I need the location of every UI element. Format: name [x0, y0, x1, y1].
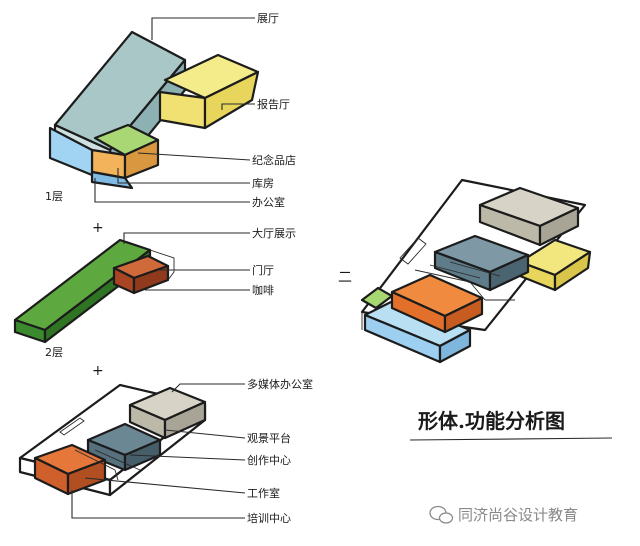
label-storage: 库房 [252, 177, 274, 190]
creation-center-volume [33, 443, 107, 496]
label-foyer: 门厅 [252, 263, 274, 277]
level2-leaders [123, 232, 250, 291]
combined-massing [360, 178, 592, 364]
level1-massing [48, 30, 260, 190]
label-lecture-hall: 报告厅 [257, 97, 290, 111]
lecture-hall-volume [158, 53, 260, 130]
label-souvenir-shop: 纪念品店 [252, 153, 296, 167]
watermark-text: 同济尚谷设计教育 [458, 506, 578, 524]
level3-massing [18, 383, 207, 497]
combined-slate-volume [433, 234, 530, 292]
foyer-volume [112, 254, 170, 295]
title-underline [409, 437, 613, 441]
combined-orange-volume [390, 273, 484, 334]
plus-sign-2: + [92, 363, 104, 379]
label-training-center: 培训中心 [247, 511, 291, 525]
label-exhibition-hall: 展厅 [257, 12, 279, 25]
label-main-hall-display: 大厅展示 [252, 226, 296, 240]
combined-dark-panel [399, 237, 427, 265]
label-studio: 工作室 [247, 486, 280, 500]
level2-massing [13, 238, 175, 344]
level3-leaders [71, 383, 246, 519]
label-viewing-platform: 观景平台 [247, 431, 291, 445]
label-office: 办公室 [252, 195, 285, 209]
label-creation-center: 创作中心 [247, 454, 291, 467]
combined-gray-volume [478, 186, 580, 247]
multimedia-office-volume [128, 386, 207, 440]
label-level1: 1层 [45, 190, 63, 203]
label-level2: 2层 [45, 346, 63, 359]
label-cafe: 咖啡 [252, 283, 274, 297]
combined-marker: 二 [338, 270, 352, 286]
level1-leaders [94, 17, 255, 203]
office-volume [48, 126, 134, 190]
plus-sign-1: + [92, 220, 104, 236]
combined-blue-base [363, 298, 472, 364]
wechat-logo-icon [429, 505, 454, 524]
label-multimedia-office: 多媒体办公室 [247, 377, 313, 391]
diagram-title: 形体.功能分析图 [418, 409, 565, 433]
